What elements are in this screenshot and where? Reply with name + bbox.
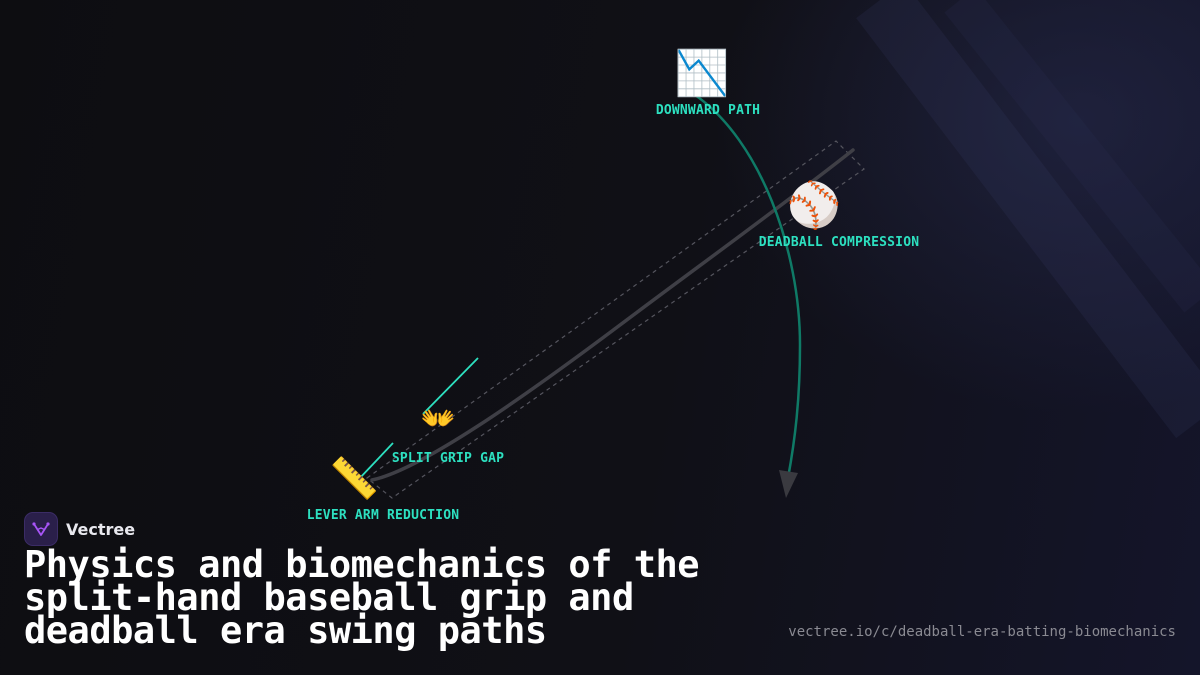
node-lever-arm-reduction: 📏 LEVER ARM REDUCTION: [307, 455, 460, 523]
trajectory-arrowhead: [779, 470, 798, 498]
page-title: Physics and biomechanics of the split-ha…: [24, 543, 700, 652]
vectree-logo-icon: [24, 512, 58, 546]
node-downward-path: 📉 DOWNWARD PATH: [656, 48, 760, 118]
open-hands-icon: 👐: [421, 402, 456, 435]
lever-arm-connector: [357, 442, 394, 481]
node-label: SPLIT GRIP GAP: [392, 451, 504, 466]
bat-outline: [366, 140, 865, 499]
split-grip-connector: [422, 357, 479, 415]
brand: Vectree: [24, 512, 135, 546]
brand-name: Vectree: [66, 519, 136, 539]
ruler-icon: 📏: [329, 455, 379, 502]
chart-decreasing-icon: 📉: [675, 48, 730, 99]
background-streaks: [856, 0, 1200, 439]
node-label: LEVER ARM REDUCTION: [307, 508, 460, 523]
source-url: vectree.io/c/deadball-era-batting-biomec…: [788, 624, 1176, 640]
downward-path-trajectory: [694, 93, 802, 479]
node-label: DEADBALL COMPRESSION: [759, 235, 920, 250]
baseball-icon: ⚾: [785, 178, 842, 231]
node-label: DOWNWARD PATH: [656, 103, 760, 118]
node-deadball-compression: ⚾ DEADBALL COMPRESSION: [759, 178, 920, 250]
swing-path-curve: [370, 148, 855, 482]
node-split-grip-gap: 👐 SPLIT GRIP GAP: [392, 402, 504, 466]
